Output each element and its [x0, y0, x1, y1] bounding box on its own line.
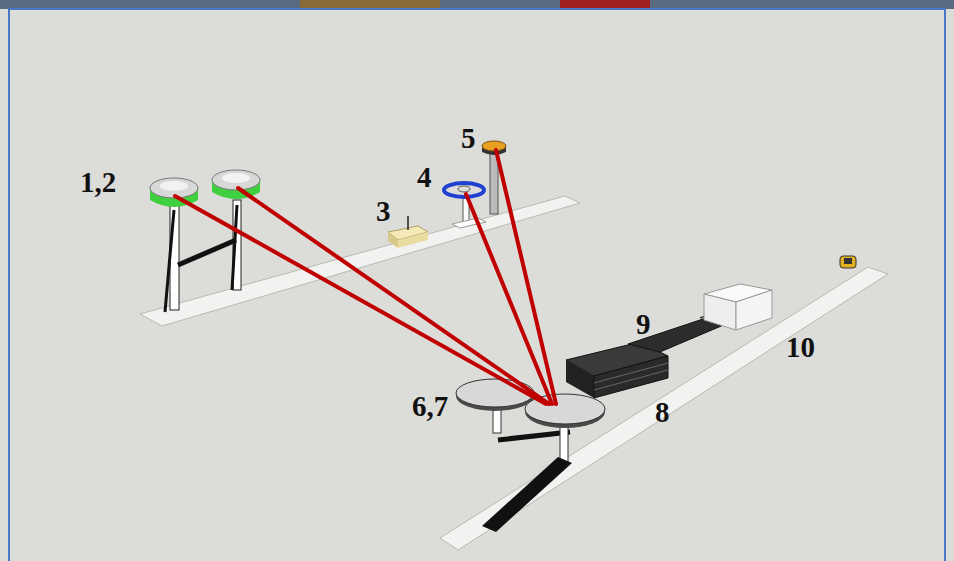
equipment-box	[704, 284, 772, 330]
frame-border	[9, 8, 945, 10]
callout-number: 8	[655, 398, 670, 427]
receiver-box	[388, 216, 428, 248]
callout-number: 4	[417, 163, 432, 192]
photo-strip	[0, 0, 954, 9]
small-device	[840, 256, 856, 268]
callout-number: 6,7	[412, 392, 448, 421]
frame-border	[944, 9, 946, 561]
photo-strip	[300, 0, 440, 9]
callout-number: 9	[636, 310, 651, 339]
ring-antenna	[444, 183, 486, 228]
mount-bar	[440, 267, 888, 550]
disc-antenna-pair	[456, 379, 605, 532]
callout-number: 3	[376, 197, 391, 226]
callout-number: 1,2	[80, 168, 116, 197]
callout-number: 10	[786, 333, 815, 362]
photo-strip	[560, 0, 650, 9]
signal-line	[175, 150, 556, 404]
frame-border	[8, 9, 10, 561]
callout-number: 5	[461, 124, 476, 153]
